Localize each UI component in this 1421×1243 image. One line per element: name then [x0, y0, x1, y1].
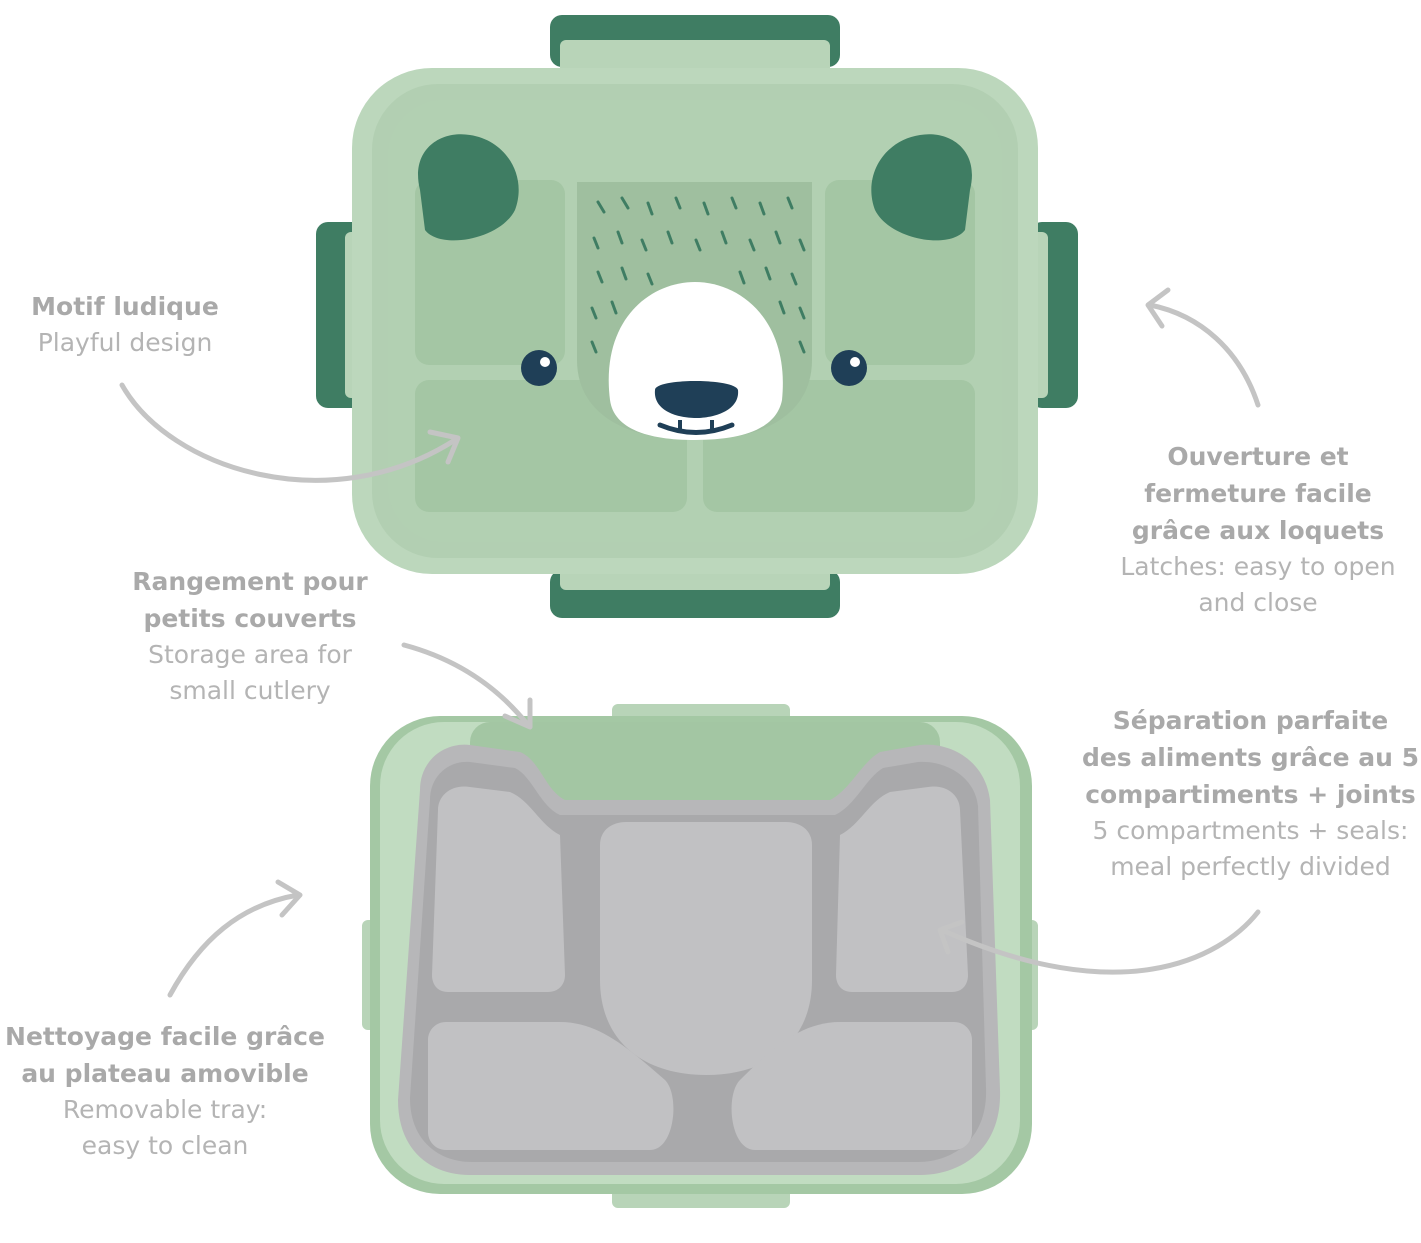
callout-cutlery-fr-2: petits couverts — [143, 604, 357, 633]
callout-playful-en: Playful design — [37, 328, 213, 357]
compartment-top-right — [836, 786, 968, 992]
callout-tray-en-1: Removable tray: — [62, 1095, 268, 1124]
arrow-tray — [167, 879, 303, 998]
arrow-compartments — [937, 909, 1261, 975]
callout-tray-fr-1: Nettoyage facile grâce — [5, 1022, 325, 1051]
arrow-playful — [119, 382, 461, 483]
compartment-bottom-left — [428, 1022, 674, 1150]
arrow-latches — [1145, 287, 1261, 408]
callout-compartments-en-2: meal perfectly divided — [1110, 852, 1391, 881]
bear-muzzle — [608, 282, 783, 440]
arrow-cutlery — [401, 642, 533, 730]
left-ear — [418, 134, 519, 241]
callout-cutlery-en-2: small cutlery — [169, 676, 331, 705]
compartment-top-left — [432, 786, 565, 992]
callout-latches: Ouverture et fermeture facile grâce aux … — [1090, 438, 1421, 621]
bento-lid — [316, 15, 1078, 618]
callout-cutlery-en-1: Storage area for — [148, 640, 352, 669]
callout-playful-fr: Motif ludique — [31, 292, 219, 321]
callout-tray-fr-2: au plateau amovible — [21, 1059, 309, 1088]
callout-playful: Motif ludique Playful design — [10, 288, 240, 361]
bear-nose — [654, 381, 739, 418]
callout-latches-en-2: and close — [1198, 588, 1318, 617]
callout-tray-en-2: easy to clean — [81, 1131, 249, 1160]
cutlery-storage — [470, 722, 940, 812]
callout-compartments-en-1: 5 compartments + seals: — [1092, 816, 1409, 845]
bear-right-eye — [831, 350, 867, 386]
callout-compartments: Séparation parfaite des aliments grâce a… — [1080, 702, 1421, 885]
callout-compartments-fr-2: des aliments grâce au 5 — [1081, 743, 1420, 772]
callout-latches-fr-1: Ouverture et — [1167, 442, 1349, 471]
compartment-bottom-right — [731, 1022, 972, 1150]
callout-latches-fr-3: grâce aux loquets — [1131, 516, 1385, 545]
compartment-center — [600, 822, 812, 1075]
callout-compartments-fr-3: compartiments + joints — [1085, 780, 1416, 809]
callout-cutlery-fr-1: Rangement pour — [132, 567, 368, 596]
bear-left-eye — [521, 350, 557, 386]
callout-cutlery: Rangement pour petits couverts Storage a… — [100, 563, 400, 709]
bento-base — [362, 704, 1038, 1208]
right-ear — [871, 134, 972, 241]
callout-compartments-fr-1: Séparation parfaite — [1112, 706, 1389, 735]
callout-latches-fr-2: fermeture facile — [1144, 479, 1372, 508]
callout-latches-en-1: Latches: easy to open — [1120, 552, 1396, 581]
callout-tray: Nettoyage facile grâce au plateau amovib… — [0, 1018, 330, 1164]
